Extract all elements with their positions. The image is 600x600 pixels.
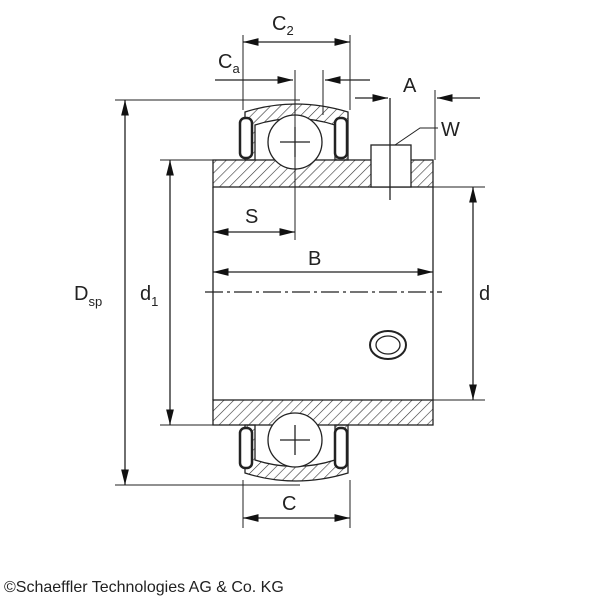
label-C2: C2 (272, 13, 294, 38)
label-Dsp: Dsp (74, 283, 102, 309)
copyright-footer: ©Schaeffler Technologies AG & Co. KG (4, 579, 284, 596)
label-d1: d1 (140, 283, 158, 309)
label-A: A (403, 75, 417, 97)
set-screw (370, 144, 412, 188)
label-S: S (245, 206, 258, 228)
label-C: C (282, 493, 296, 515)
label-B: B (308, 248, 321, 270)
outer-ring-bottom (244, 424, 349, 482)
inner-ring-bottom (212, 399, 434, 426)
label-d: d (479, 283, 490, 305)
outer-ring-top (244, 103, 349, 161)
label-W: W (441, 119, 460, 141)
lubrication-hole (369, 330, 407, 360)
label-Ca: Ca (218, 51, 240, 76)
